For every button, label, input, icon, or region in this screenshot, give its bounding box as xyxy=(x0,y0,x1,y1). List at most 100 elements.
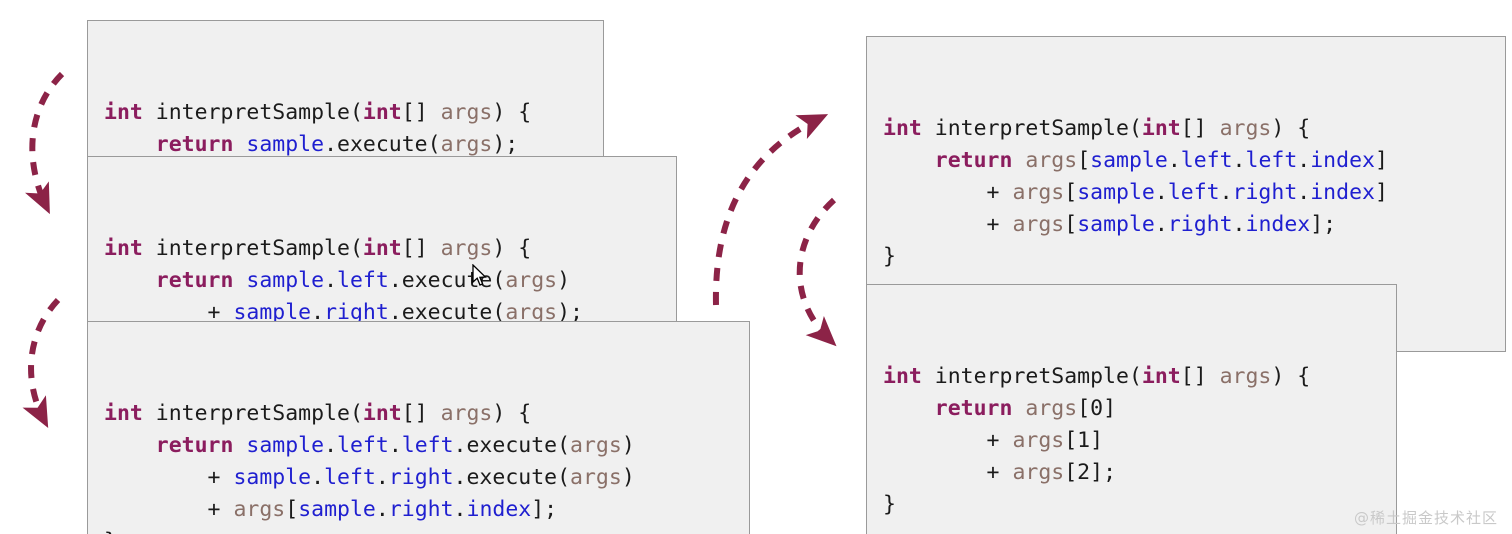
code-token-var: index xyxy=(1310,148,1375,173)
code-token-var: sample xyxy=(1077,180,1155,205)
code-token-pl: ) { xyxy=(492,100,532,125)
code-token-pl: [2]; xyxy=(1064,460,1117,485)
code-token-kw: int xyxy=(362,236,402,261)
code-token-arg: args xyxy=(440,100,493,125)
code-block-left-3[interactable]: int interpretSample(int[] args) { return… xyxy=(87,321,750,534)
code-token-pl: . xyxy=(1232,148,1246,173)
code-token-pl: ) { xyxy=(492,236,532,261)
watermark-text: @稀土掘金技术社区 xyxy=(1353,509,1498,527)
code-token-pl: ) xyxy=(621,465,635,490)
code-token-kw: int xyxy=(883,116,922,141)
code-token-pl: ) { xyxy=(492,401,532,426)
code-token-pl: ) xyxy=(621,433,635,458)
code-token-pl: [ xyxy=(1077,148,1091,173)
code-token-pl: [1] xyxy=(1064,428,1104,453)
code-line: return args[0] xyxy=(883,393,1380,425)
code-line: return sample.left.left.execute(args) xyxy=(104,430,733,462)
code-token-pl xyxy=(104,268,156,293)
code-token-kw: int xyxy=(1141,116,1181,141)
code-token-pl: . xyxy=(375,465,389,490)
code-token-pl: interpretSample( xyxy=(921,116,1142,141)
code-token-pl xyxy=(233,132,246,157)
code-token-pl xyxy=(883,148,935,173)
code-token-arg: args xyxy=(440,236,493,261)
code-token-kw: return xyxy=(934,148,1013,173)
code-line: return sample.left.execute(args) xyxy=(104,265,660,297)
arrow-left-3-to-right-2 xyxy=(796,197,837,347)
mouse-pointer xyxy=(472,264,487,286)
code-token-pl: + xyxy=(883,460,1013,485)
code-token-pl: } xyxy=(104,529,117,534)
code-token-pl: . xyxy=(1167,148,1181,173)
code-token-pl: + xyxy=(883,212,1013,237)
code-token-pl: . xyxy=(1297,148,1311,173)
code-token-pl: . xyxy=(1154,212,1168,237)
code-token-pl: . xyxy=(1297,180,1311,205)
code-token-kw: return xyxy=(155,268,234,293)
code-token-pl: . xyxy=(311,300,325,325)
code-token-arg: args xyxy=(1012,180,1065,205)
code-token-pl xyxy=(1012,396,1025,421)
code-token-kw: return xyxy=(155,433,234,458)
code-line: int interpretSample(int[] args) { xyxy=(883,113,1489,145)
code-token-pl: .execute( xyxy=(388,300,506,325)
code-token-arg: args xyxy=(440,132,493,157)
code-token-pl xyxy=(104,132,156,157)
code-token-var: right xyxy=(388,465,454,490)
code-token-pl: ]; xyxy=(1310,212,1337,237)
code-token-arg: args xyxy=(1025,148,1078,173)
code-block-left-2-content: int interpretSample(int[] args) { return… xyxy=(88,221,676,375)
code-line: int interpretSample(int[] args) { xyxy=(104,233,660,265)
code-token-pl: . xyxy=(375,497,389,522)
code-token-pl: . xyxy=(388,433,402,458)
code-token-pl: . xyxy=(1154,180,1168,205)
code-token-pl: interpretSample( xyxy=(142,236,363,261)
code-line: } xyxy=(883,489,1380,521)
code-line: int interpretSample(int[] args) { xyxy=(104,97,587,129)
code-token-pl: + xyxy=(104,300,234,325)
code-token-pl: . xyxy=(324,268,338,293)
code-token-pl: .execute( xyxy=(388,268,506,293)
code-token-arg: args xyxy=(1219,116,1272,141)
code-token-var: sample xyxy=(246,433,325,458)
code-token-arg: args xyxy=(440,401,493,426)
code-token-var: sample xyxy=(298,497,376,522)
code-token-arg: args xyxy=(233,497,286,522)
code-token-pl xyxy=(1012,148,1025,173)
code-token-var: left xyxy=(337,268,389,293)
code-token-pl xyxy=(233,268,246,293)
code-line: + sample.right.execute(args); xyxy=(104,297,660,329)
code-token-pl: [ xyxy=(1064,180,1078,205)
code-token-var: sample xyxy=(233,300,312,325)
code-token-pl: ) { xyxy=(1271,364,1311,389)
code-token-arg: args xyxy=(505,300,558,325)
code-token-arg: args xyxy=(570,465,622,490)
code-token-pl xyxy=(233,433,246,458)
code-token-kw: return xyxy=(934,396,1013,421)
code-token-var: right xyxy=(324,300,389,325)
code-block-right-1-content: int interpretSample(int[] args) { return… xyxy=(867,101,1505,287)
code-line: + args[sample.right.index]; xyxy=(883,209,1489,241)
code-line: + args[sample.left.right.index] xyxy=(883,177,1489,209)
code-line: int interpretSample(int[] args) { xyxy=(883,361,1380,393)
code-token-var: right xyxy=(388,497,454,522)
code-token-var: left xyxy=(401,433,454,458)
code-token-pl: [] xyxy=(1180,116,1220,141)
code-token-pl: ); xyxy=(557,300,583,325)
code-token-pl: ] xyxy=(1374,180,1388,205)
code-token-pl: . xyxy=(1232,212,1246,237)
arrow-left-2-to-3 xyxy=(22,297,61,428)
code-token-pl: [] xyxy=(401,236,441,261)
code-token-var: sample xyxy=(1090,148,1168,173)
code-token-kw: int xyxy=(1141,364,1181,389)
code-token-var: left xyxy=(1245,148,1298,173)
code-token-pl: [] xyxy=(401,401,441,426)
code-block-right-2-content: int interpretSample(int[] args) { return… xyxy=(867,349,1396,534)
code-token-var: left xyxy=(337,433,389,458)
code-token-pl: . xyxy=(453,497,467,522)
code-token-arg: args xyxy=(1012,428,1065,453)
code-line: } xyxy=(883,241,1489,273)
code-token-arg: args xyxy=(1219,364,1272,389)
code-block-right-2[interactable]: int interpretSample(int[] args) { return… xyxy=(866,284,1397,534)
code-token-pl: interpretSample( xyxy=(921,364,1142,389)
